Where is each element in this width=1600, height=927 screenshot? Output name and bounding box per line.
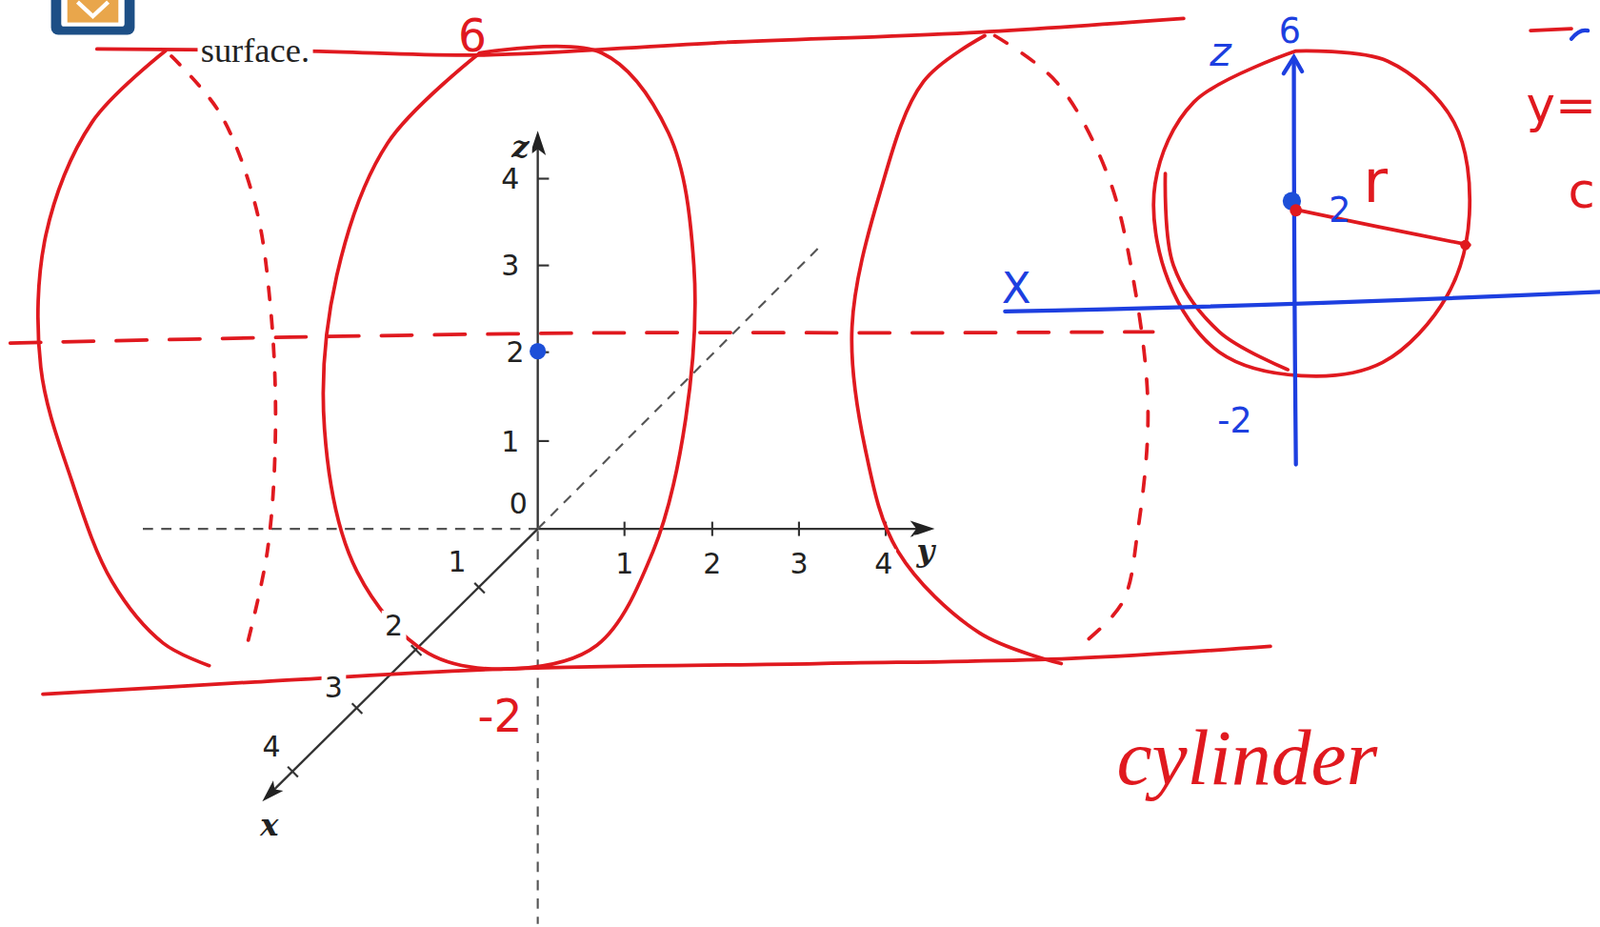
sketch-stroke [1153,50,1470,376]
sketch-stroke [10,331,1154,343]
caption-fragment: surface. [198,32,314,70]
shape-name: cylinder [1116,717,1378,798]
sketch-stroke [42,645,1271,694]
page-icon [51,0,136,35]
height-value: 6 [1279,13,1301,48]
sketch-stroke [1164,173,1288,370]
equation-fragment: y= [1525,80,1597,129]
tick-value: 0 [506,488,532,520]
tick-value: 4 [498,164,523,196]
axis-name: X [1001,267,1032,311]
equation-fragment: c [1568,165,1596,215]
sketch-stroke [322,46,695,670]
radius-symbol: r [1363,152,1389,212]
center-value: 2 [1328,191,1351,226]
depth-value: -2 [1217,402,1252,438]
axis-name: z [508,130,533,163]
tick-value: 3 [498,251,523,282]
tick-value: 2 [502,338,528,369]
side-view-axes [1004,30,1600,465]
center-point [529,342,546,360]
sketch-stroke [1530,28,1572,31]
tick-value: 3 [786,549,812,580]
axis-name: z [1209,30,1232,72]
axis-name: x [257,808,282,841]
tick-value: 3 [321,672,347,703]
tick-value: 4 [871,549,897,580]
sketch-stroke [851,36,1061,664]
cylinder-sketch [10,18,1572,694]
tick-value: 4 [259,731,284,762]
depth-value: -2 [477,694,522,740]
center-point [1289,203,1302,217]
coordinate-axes [142,142,919,924]
sketch-stroke [1294,209,1470,246]
tick-value: 2 [381,610,407,641]
sketch-stroke [995,36,1149,644]
radius-endpoint [1460,240,1471,251]
axis-name: y [913,535,938,568]
sketch-stroke [171,56,276,654]
tick-value: 1 [444,546,470,578]
tick-value: 2 [700,549,725,580]
tick-value: 1 [498,426,523,458]
axis-arrowheads [261,130,935,801]
height-value: 6 [458,13,487,59]
tick-value: 1 [612,549,638,580]
sketch-stroke [38,51,210,666]
